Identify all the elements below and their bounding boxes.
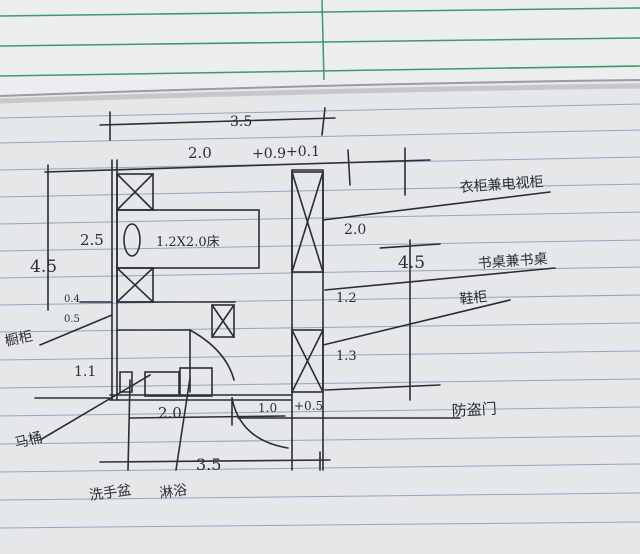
dim-right-b: 1.3: [336, 349, 357, 364]
top-page-rules: [0, 0, 640, 81]
folded-page: [0, 0, 640, 96]
floor-plan-sketch: [34, 107, 556, 471]
dim-bottom-total: 3.5: [196, 455, 221, 474]
label-entrance: 防盗门: [451, 400, 497, 420]
label-desk: 书桌兼书桌: [477, 251, 548, 272]
dim-left-a: 0.4: [64, 294, 80, 305]
notebook-page: [0, 80, 640, 554]
bed-label: 1.2X2.0床: [156, 235, 220, 250]
dim-left-lower: 1.1: [74, 364, 96, 380]
dim-bottom-inner: 2.0: [158, 404, 182, 422]
pillow-mark: [123, 223, 141, 257]
label-shelf: 橱柜: [4, 328, 35, 349]
dim-top-right: +0.1: [286, 144, 320, 160]
dim-left-b: 0.5: [64, 314, 80, 325]
dim-right-a: 1.2: [336, 291, 357, 306]
label-shower: 淋浴: [158, 482, 188, 502]
dim-right-overall: 4.5: [398, 253, 425, 273]
label-shoe-cabinet: 鞋柜: [459, 289, 489, 308]
label-basin: 洗手盆: [88, 482, 132, 504]
dim-left-overall: 4.5: [30, 257, 57, 277]
page-edge: [0, 79, 640, 97]
dim-top-total: 3.5: [230, 114, 252, 130]
dim-door-side: +0.5: [294, 399, 323, 413]
dim-right-upper: 2.0: [344, 222, 366, 238]
dim-left-upper: 2.5: [80, 231, 104, 249]
dim-top-mid: +0.9: [252, 146, 286, 162]
page-edge-shadow: [0, 83, 640, 104]
label-wardrobe-tv: 衣柜兼电视柜: [459, 174, 544, 196]
dim-door-width: 1.0: [258, 401, 277, 415]
dim-top-left: 2.0: [188, 144, 212, 162]
label-toilet: 马桶: [13, 430, 44, 452]
